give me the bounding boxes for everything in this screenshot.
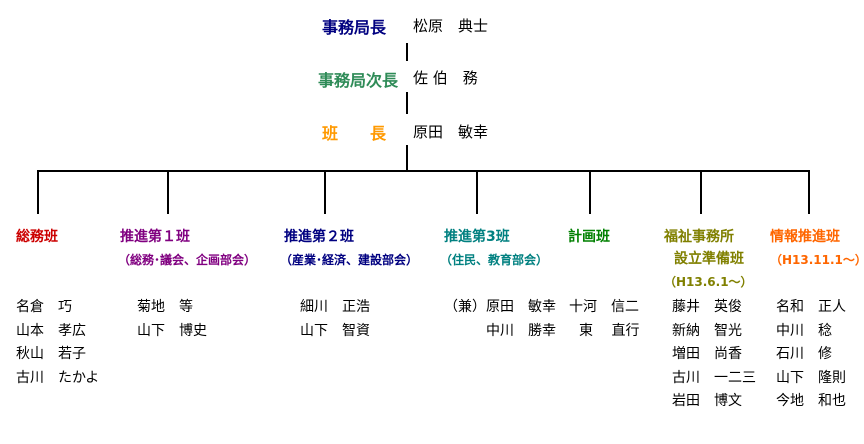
member: 今地 和也	[776, 393, 846, 409]
member: 山本 孝広	[16, 322, 86, 339]
vertical-connector-1	[406, 43, 408, 61]
member: 古川 一二三	[672, 369, 756, 386]
member: 岩田 博文	[672, 393, 742, 409]
director-title: 事務局長	[322, 18, 387, 37]
drop-line-suishin3	[476, 170, 478, 214]
drop-line-keikaku	[589, 170, 591, 214]
member: 藤井 英俊	[672, 299, 742, 315]
group-date-fukushi: （H13.6.1～）	[664, 275, 753, 289]
member: 秋山 若子	[16, 346, 86, 362]
group-date-jouhou: （H13.11.1～）	[770, 253, 864, 267]
member: 名和 正人	[776, 299, 846, 315]
group-subtitle-fukushi: 設立準備班	[674, 251, 744, 267]
drop-line-jouhou	[808, 170, 810, 214]
group-subtitle-suishin3: （住民、教育部会）	[440, 253, 549, 267]
member: 石川 修	[776, 346, 832, 362]
member: 古川 たかよ	[16, 369, 100, 386]
group-subtitle-suishin1: （総務･議会、企画部会）	[118, 253, 257, 267]
member: 名倉 巧	[16, 299, 72, 315]
member: 中川 勝幸	[486, 322, 556, 339]
group-title-fukushi: 福祉事務所	[664, 229, 734, 245]
drop-line-suishin2	[324, 170, 326, 214]
group-members-fukushi: 藤井 英俊 新納 智光 増田 尚香 古川 一二三 岩田 博文	[672, 296, 756, 414]
member: 山下 博史	[137, 322, 207, 339]
vertical-connector-2	[406, 92, 408, 114]
deputy-name: 佐 伯 務	[413, 69, 478, 87]
vertical-connector-3	[406, 145, 408, 171]
member: 山下 隆則	[776, 369, 846, 386]
group-title-soumu: 総務班	[16, 229, 58, 245]
director-name: 松原 典士	[413, 17, 489, 35]
group-members-suishin2: 細川 正浩 山下 智資	[300, 296, 370, 343]
group-title-suishin2: 推進第２班	[284, 229, 354, 245]
member: 中川 稔	[776, 322, 832, 339]
group-title-keikaku: 計画班	[568, 229, 610, 245]
group-title-suishin3: 推進第3班	[444, 229, 510, 245]
member: 十河 信二	[569, 299, 639, 315]
horizontal-bus-line	[37, 170, 810, 172]
group-members-suishin3: （兼）原田 敏幸 中川 勝幸	[444, 296, 556, 343]
group-members-keikaku: 十河 信二 東 直行	[569, 296, 639, 343]
group-title-jouhou: 情報推進班	[770, 229, 840, 245]
group-members-jouhou: 名和 正人 中川 稔 石川 修 山下 隆則 今地 和也	[776, 296, 846, 414]
member: 菊地 等	[137, 299, 193, 315]
drop-line-fukushi	[700, 170, 702, 214]
chief-title: 班 長	[322, 124, 387, 143]
group-members-soumu: 名倉 巧 山本 孝広 秋山 若子 古川 たかよ	[16, 296, 99, 390]
deputy-title: 事務局次長	[318, 71, 399, 90]
member: （兼）原田 敏幸	[444, 299, 556, 315]
member: 山下 智資	[300, 322, 370, 339]
member: 東 直行	[579, 322, 640, 339]
member: 細川 正浩	[300, 299, 370, 315]
chief-name: 原田 敏幸	[413, 123, 489, 141]
member: 新納 智光	[672, 322, 742, 339]
drop-line-suishin1	[167, 170, 169, 214]
drop-line-soumu	[37, 170, 39, 214]
group-subtitle-suishin2: （産業･経済、建設部会）	[280, 253, 419, 267]
member: 増田 尚香	[672, 346, 742, 362]
group-members-suishin1: 菊地 等 山下 博史	[137, 296, 207, 343]
group-title-suishin1: 推進第１班	[120, 229, 190, 245]
